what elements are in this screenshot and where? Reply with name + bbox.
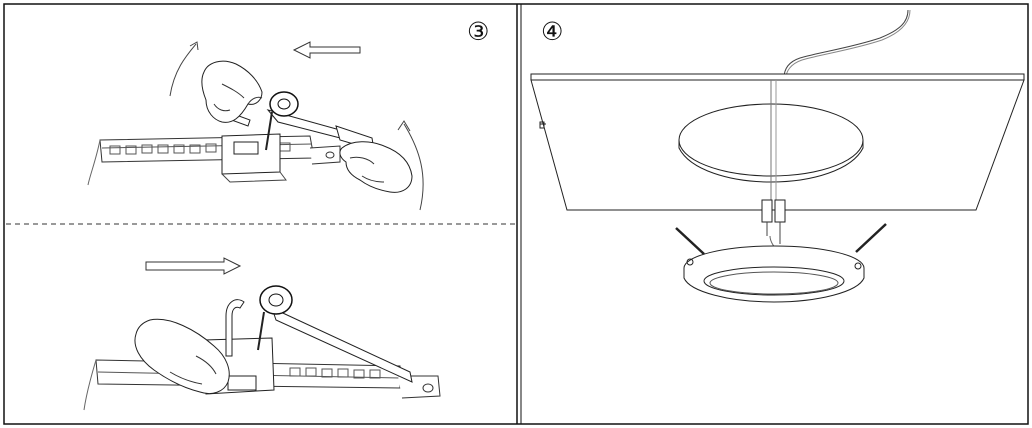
rotate-arrow-left-head-icon — [189, 41, 199, 51]
hand-icon — [134, 318, 230, 395]
led-strip-chips — [109, 142, 291, 155]
spring-right — [855, 223, 887, 253]
wire-connector — [761, 199, 786, 257]
step-3-top-illustration — [87, 41, 424, 211]
rotate-arrow-right-icon — [403, 123, 424, 211]
left-hand-icon — [201, 60, 263, 123]
outer-frame — [3, 3, 1029, 425]
arrow-right-icon — [145, 257, 242, 275]
ceiling-panel-edge — [530, 73, 1025, 81]
spring-coil — [259, 285, 293, 315]
right-hand-icon — [339, 141, 413, 193]
step-3-label: ③ — [467, 17, 489, 46]
rotate-arrow-left-icon — [169, 43, 197, 97]
power-cable — [783, 9, 909, 79]
step-4-illustration — [530, 9, 1025, 303]
step-3-bottom-illustration — [83, 257, 441, 411]
step-4-label: ④ — [541, 17, 563, 46]
spring-coil — [269, 91, 299, 117]
led-strip — [99, 135, 315, 163]
downlight-lens — [703, 266, 845, 296]
spring-left — [675, 227, 705, 255]
rotate-arrow-right-head-icon — [397, 120, 411, 132]
arrow-left-icon — [292, 41, 361, 59]
